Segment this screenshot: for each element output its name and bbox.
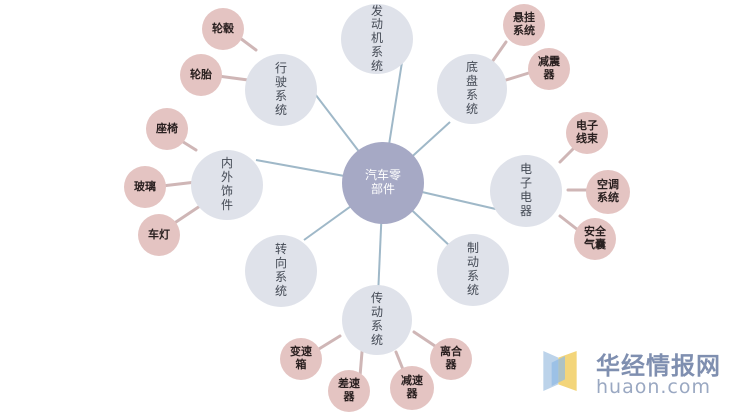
link-tire [216, 74, 250, 82]
part-seat: 座椅 [146, 108, 188, 150]
system-interior: 内外饰件 [191, 150, 263, 220]
part-suspension: 悬挂系统 [503, 4, 545, 46]
part-clutch-label: 离合器 [440, 345, 462, 371]
part-shock-absorber-label: 减震器 [538, 55, 560, 81]
brand-logo-icon [543, 351, 577, 391]
part-glass: 玻璃 [124, 166, 166, 208]
brand-name-cn: 华经情报网 [596, 352, 721, 380]
part-gearbox: 变速箱 [280, 338, 322, 380]
part-hub: 轮毂 [202, 8, 244, 50]
system-steering: 转向系统 [245, 235, 317, 307]
system-engine-label: 发动机系统 [370, 3, 383, 73]
system-brake-label: 制动系统 [466, 241, 479, 297]
center-node: 汽车零部件 [342, 142, 424, 224]
part-wiring-harness-label: 电子线束 [576, 119, 598, 145]
system-steering-label: 转向系统 [274, 242, 287, 298]
link-wiring-harness [558, 146, 576, 164]
part-suspension-label: 悬挂系统 [513, 11, 535, 37]
part-lamp: 车灯 [138, 214, 180, 256]
center-label: 汽车零部件 [364, 168, 401, 196]
part-tire: 轮胎 [180, 54, 222, 96]
link-airbag [558, 214, 580, 232]
system-driving-label: 行驶系统 [274, 61, 287, 117]
brand-domain: huaon.com [596, 376, 712, 398]
part-gearbox-label: 变速箱 [290, 345, 312, 371]
system-chassis-label: 底盘系统 [465, 60, 478, 116]
part-air-conditioning-label: 空调系统 [597, 178, 619, 204]
part-wiring-harness: 电子线束 [566, 112, 608, 154]
part-airbag: 安全气囊 [574, 218, 616, 260]
part-differential: 差速器 [328, 370, 370, 412]
system-electronics: 电子电器 [490, 155, 562, 227]
system-driving: 行驶系统 [245, 54, 317, 126]
part-hub-label: 轮毂 [212, 21, 234, 35]
part-seat-label: 座椅 [156, 121, 178, 135]
part-lamp-label: 车灯 [148, 227, 170, 241]
part-clutch: 离合器 [430, 338, 472, 380]
system-transmission: 传动系统 [342, 285, 412, 355]
part-glass-label: 玻璃 [134, 179, 156, 193]
system-electronics-label: 电子电器 [519, 162, 532, 218]
link-suspension [490, 40, 508, 64]
link-shock-absorber [504, 70, 534, 82]
system-transmission-label: 传动系统 [370, 291, 383, 347]
system-brake: 制动系统 [437, 234, 509, 306]
system-engine: 发动机系统 [341, 4, 413, 74]
link-differential [358, 350, 364, 378]
link-glass [160, 180, 198, 188]
part-differential-label: 差速器 [338, 377, 360, 403]
part-tire-label: 轮胎 [190, 67, 212, 81]
part-air-conditioning: 空调系统 [586, 170, 630, 214]
part-shock-absorber: 减震器 [528, 48, 570, 90]
link-hub [238, 36, 258, 52]
part-reducer-label: 减速器 [401, 374, 423, 400]
system-interior-label: 内外饰件 [220, 156, 233, 212]
part-reducer: 减速器 [390, 366, 434, 410]
part-links [160, 36, 588, 378]
system-chassis: 底盘系统 [437, 54, 507, 124]
part-airbag-label: 安全气囊 [584, 225, 606, 251]
